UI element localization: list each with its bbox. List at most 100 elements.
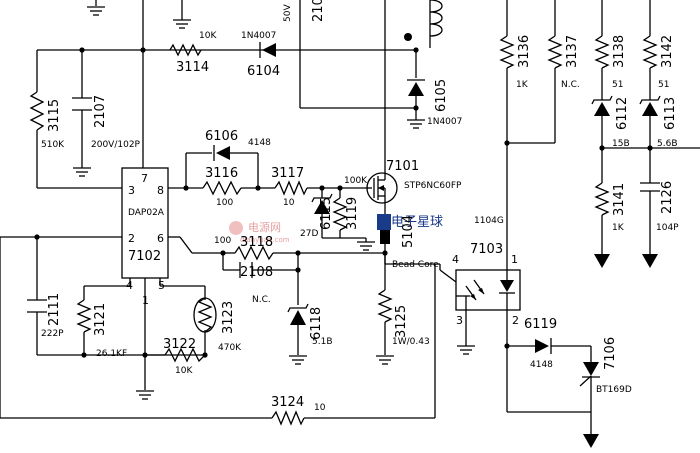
svg-text:3116: 3116: [205, 166, 238, 181]
svg-text:2111: 2111: [47, 293, 62, 326]
svg-text:5.1B: 5.1B: [312, 337, 333, 347]
svg-text:6118: 6118: [309, 307, 324, 340]
c2126-body: [640, 182, 660, 192]
t3123-body: [193, 297, 217, 333]
r3141-body: [594, 182, 610, 216]
svg-text:3118: 3118: [240, 235, 273, 250]
r3118-body: [234, 245, 274, 261]
svg-text:dianyuan.com: dianyuan.com: [240, 236, 290, 244]
svg-text:3142: 3142: [660, 35, 675, 68]
resistors: [29, 35, 658, 426]
c2111-body: [27, 299, 47, 313]
r3117-body: [274, 180, 308, 196]
svg-text:7103: 7103: [470, 242, 503, 257]
r3136-body: [499, 35, 515, 69]
svg-text:7101: 7101: [386, 159, 419, 174]
svg-text:10: 10: [314, 403, 326, 413]
r3121-body: [76, 299, 92, 333]
transformer-coil: [429, 0, 443, 37]
svg-text:3138: 3138: [612, 35, 627, 68]
z6115-body: [311, 193, 333, 214]
svg-text:STP6NC60FP: STP6NC60FP: [404, 181, 462, 191]
svg-text:104P: 104P: [656, 223, 679, 233]
svg-text:4148: 4148: [530, 360, 553, 370]
s7106-body: [579, 362, 600, 387]
svg-text:10: 10: [283, 198, 295, 208]
svg-text:2126: 2126: [660, 181, 675, 214]
svg-text:电子星球: 电子星球: [391, 215, 443, 230]
svg-text:DAP02A: DAP02A: [128, 208, 165, 218]
svg-text:3123: 3123: [221, 301, 236, 334]
diodes: [213, 42, 661, 387]
svg-text:Bead Core: Bead Core: [392, 260, 439, 270]
d6106-body: [213, 145, 230, 161]
svg-text:1K: 1K: [516, 80, 529, 90]
svg-text:6105: 6105: [434, 79, 449, 112]
top-ref: 210: [311, 0, 326, 22]
svg-text:5.6B: 5.6B: [657, 139, 678, 149]
u7103-body: [439, 269, 521, 320]
svg-text:6: 6: [157, 232, 164, 245]
d6105-body: [407, 79, 425, 96]
svg-text:6106: 6106: [205, 129, 238, 144]
svg-text:1: 1: [142, 294, 149, 307]
svg-text:3: 3: [128, 184, 135, 197]
svg-text:100: 100: [214, 236, 231, 246]
ic7102-box: [121, 167, 169, 279]
svg-text:7102: 7102: [128, 249, 161, 264]
svg-text:1104G: 1104G: [474, 216, 504, 226]
svg-text:2: 2: [128, 232, 135, 245]
svg-text:3137: 3137: [565, 35, 580, 68]
svg-text:3121: 3121: [93, 303, 108, 336]
labels: 50V 210 10K 3114 1N4007 6104 6105 1N4007…: [41, 0, 679, 413]
svg-text:6119: 6119: [524, 317, 557, 332]
svg-text:470K: 470K: [218, 343, 242, 353]
d6119-body: [535, 338, 552, 354]
junctions: [34, 33, 653, 358]
capacitors: [27, 97, 660, 313]
svg-text:100: 100: [216, 198, 233, 208]
svg-text:1N4007: 1N4007: [427, 117, 462, 127]
svg-text:4: 4: [126, 279, 133, 292]
svg-text:510K: 510K: [41, 140, 65, 150]
svg-text:3114: 3114: [176, 60, 209, 75]
svg-text:3117: 3117: [271, 166, 304, 181]
svg-text:3141: 3141: [612, 183, 627, 216]
r3142-body: [642, 35, 658, 69]
svg-text:3136: 3136: [517, 35, 532, 68]
q7101-body: [366, 158, 398, 206]
svg-text:26.1KF: 26.1KF: [96, 349, 127, 359]
l5104-body: [380, 218, 390, 244]
svg-text:222P: 222P: [41, 329, 64, 339]
r3116-body: [202, 180, 242, 196]
svg-text:100K: 100K: [344, 176, 368, 186]
z6112-body: [591, 95, 613, 116]
r3114-body: [169, 43, 202, 57]
svg-text:7: 7: [141, 172, 148, 185]
svg-text:3122: 3122: [163, 337, 196, 352]
svg-text:6115: 6115: [319, 197, 334, 230]
svg-text:200V/102P: 200V/102P: [91, 140, 141, 150]
arrow-grounds: [583, 254, 658, 448]
svg-text:6112: 6112: [615, 97, 630, 130]
svg-text:3119: 3119: [345, 197, 360, 230]
d6104-body: [259, 42, 276, 58]
svg-text:51: 51: [612, 80, 623, 90]
svg-text:1W/0.43: 1W/0.43: [392, 337, 430, 347]
svg-text:10K: 10K: [175, 366, 193, 376]
wires: [0, 0, 700, 434]
svg-text:2107: 2107: [93, 95, 108, 128]
r3125-body: [377, 289, 393, 323]
watermark-left: 电源网 dianyuan.com: [229, 220, 290, 244]
svg-text:1: 1: [511, 253, 518, 266]
r3138-body: [594, 35, 610, 69]
svg-text:4148: 4148: [248, 138, 271, 148]
svg-text:27D: 27D: [300, 229, 318, 239]
z6113-body: [639, 95, 661, 116]
z6118-body: [287, 303, 309, 325]
svg-text:3115: 3115: [47, 99, 62, 132]
svg-text:2: 2: [512, 314, 519, 327]
svg-text:5: 5: [158, 279, 165, 292]
svg-text:4: 4: [452, 253, 459, 266]
